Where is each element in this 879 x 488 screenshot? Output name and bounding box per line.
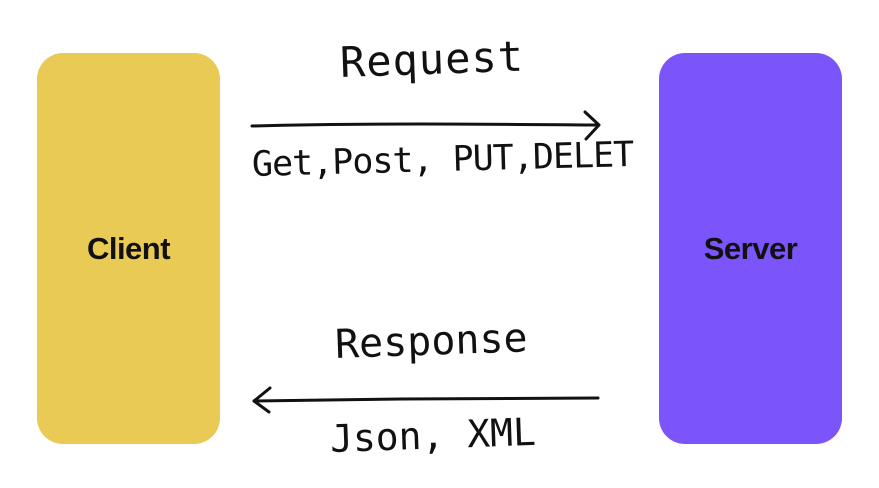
request-arrow xyxy=(250,110,601,141)
response-label: Response xyxy=(334,315,529,368)
client-box: Client xyxy=(37,53,220,444)
response-formats-label: Json, XML xyxy=(329,409,537,461)
server-box: Server xyxy=(659,53,842,444)
response-arrow-shaft xyxy=(252,396,600,403)
response-arrow-head xyxy=(252,386,272,414)
response-arrow xyxy=(252,386,600,414)
request-arrow-shaft xyxy=(250,122,600,128)
server-label: Server xyxy=(703,230,798,266)
request-label: Request xyxy=(339,31,525,87)
request-methods-label: Get,Post, PUT,DELET xyxy=(251,135,634,185)
client-label: Client xyxy=(86,230,171,266)
